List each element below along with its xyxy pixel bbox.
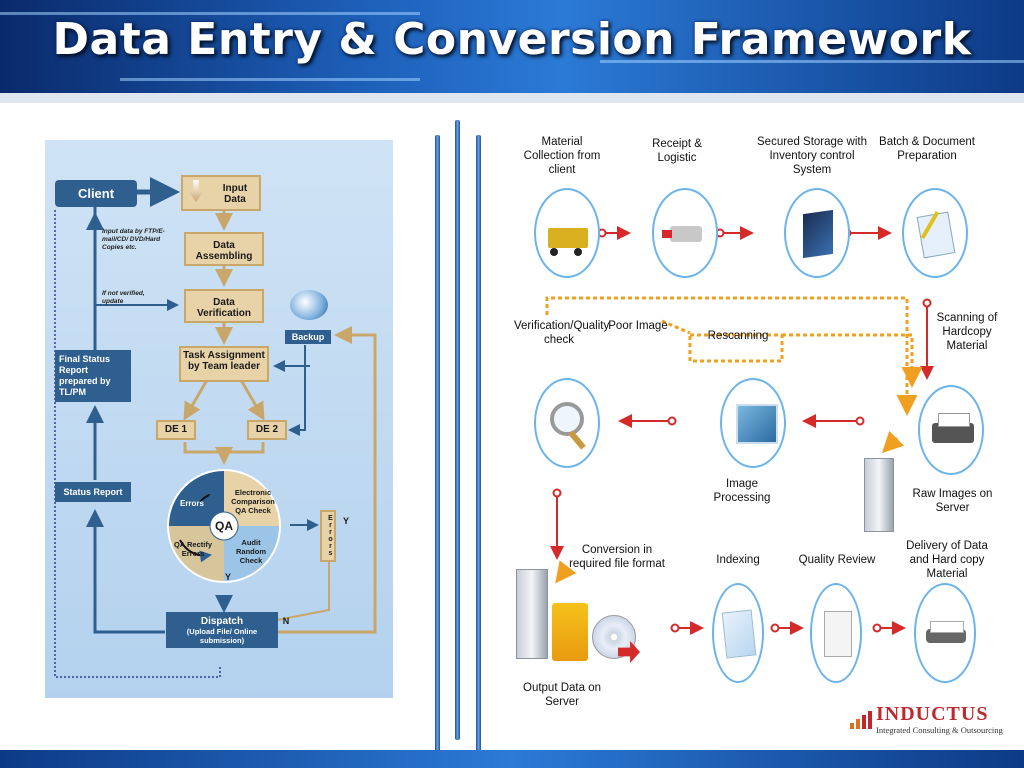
label-receipt-logistic: Receipt & Logistic [652, 138, 702, 164]
process-panel: Material Collection from client Receipt … [512, 133, 1007, 708]
label-secured-storage: Secured Storage with Inventory control S… [757, 136, 867, 176]
dispatch-title: Dispatch [200, 616, 244, 627]
dispatch-subtitle: (Upload File/ Online submission) [186, 627, 258, 645]
label-image-processing: Image Processing [713, 478, 771, 504]
storage-icon [784, 188, 850, 278]
electronic-comparison-label: Electronic Comparison QA Check [231, 488, 275, 515]
label-conversion: Conversion in required file format [569, 544, 665, 570]
documents-icon [902, 188, 968, 278]
image-icon [720, 378, 786, 468]
scanner-icon [914, 583, 976, 683]
logo-name: INDUCTUS [876, 703, 989, 725]
usb-drive-icon [652, 188, 718, 278]
label-poor-image: Poor Image [608, 320, 668, 332]
errors-quadrant-label: Errors [179, 499, 204, 508]
backup-computer-icon [290, 290, 328, 320]
label-quality-review: Quality Review [798, 554, 876, 566]
status-report-box: Status Report [55, 482, 131, 502]
audit-random-label: Audit Random Check [236, 538, 266, 565]
header-banner [0, 0, 1024, 93]
errors-vertical-label: Errors [327, 515, 334, 557]
logo-tagline: Integrated Consulting & Outsourcing [876, 725, 1003, 735]
label-delivery: Delivery of Data and Hard copy Material [906, 540, 988, 580]
footer-band [0, 750, 1024, 768]
y-inner-label: Y [224, 572, 231, 582]
folder-icon [552, 603, 588, 661]
inductus-logo: INDUCTUS Integrated Consulting & Outsour… [850, 703, 1010, 739]
input-data-box: Input Data [181, 175, 261, 211]
server-icon [864, 458, 894, 532]
input-data-note: Input data by FTP/E-mail/CD/ DVD/Hard Co… [102, 228, 165, 251]
backup-label: Backup [285, 330, 331, 344]
label-rescanning: Rescanning [707, 330, 769, 342]
truck-icon [534, 188, 600, 278]
dispatch-box: Dispatch (Upload File/ Online submission… [166, 612, 278, 648]
y-side-label: Y [342, 516, 349, 526]
data-verification-box: Data Verification [184, 289, 264, 323]
row1-arrows [597, 226, 934, 380]
de1-box: DE 1 [156, 420, 196, 440]
de2-box: DE 2 [247, 420, 287, 440]
workflow-connectors [54, 177, 377, 678]
bar-chart-logo-icon [850, 711, 874, 729]
divider-center [455, 120, 460, 740]
task-assignment-box: Task Assignment by Team leader [179, 346, 269, 382]
label-verification: Verification/Quality check [514, 320, 610, 346]
client-box: Client [55, 180, 137, 207]
label-indexing: Indexing [716, 554, 760, 566]
qa-label: QA [215, 519, 233, 533]
label-batch-doc: Batch & Document Preparation [879, 136, 975, 162]
final-status-box: Final Status Report prepared by TL/PM [55, 350, 131, 402]
n-label: N [282, 616, 290, 626]
magnifier-icon [534, 378, 600, 468]
label-raw-images: Raw Images on Server [912, 488, 993, 514]
label-material-collection: Material Collection from client [523, 136, 601, 176]
divider-right [476, 135, 481, 752]
divider-left [435, 135, 440, 752]
errors-vertical-box: Errors [320, 510, 336, 562]
printer-icon [918, 385, 984, 475]
check-document-icon [810, 583, 862, 683]
label-output-data: Output Data on Server [523, 682, 601, 708]
process-connectors [545, 226, 934, 635]
page-title: Data Entry & Conversion Framework [52, 14, 972, 65]
output-server-icon [516, 569, 548, 659]
data-assembling-box: Data Assembling [184, 232, 264, 266]
if-not-verified-note: If not verified, update [102, 290, 145, 305]
label-scanning: Scanning of Hardcopy Material [936, 312, 998, 352]
workflow-panel: Client Input Data Input data by FTP/E-ma… [45, 140, 393, 698]
pages-icon [712, 583, 764, 683]
qa-rectify-label: QA Rectify Errors [173, 540, 213, 558]
header-band [0, 93, 1024, 103]
